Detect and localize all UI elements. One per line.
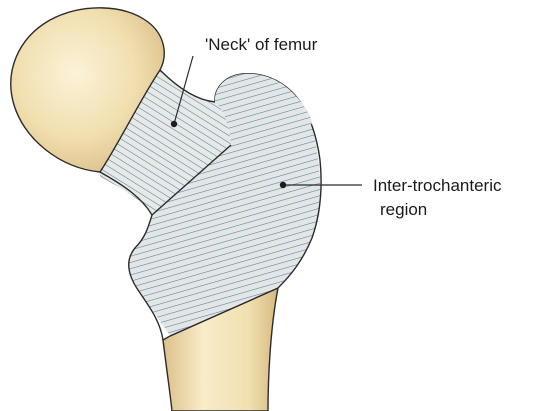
neck-pointer-dot [171, 121, 177, 127]
inter-pointer-dot [280, 182, 286, 188]
intertrochanteric-label-line2: region [380, 200, 427, 220]
intertrochanteric-label-line1: Inter-trochanteric [373, 176, 502, 196]
neck-label: 'Neck' of femur [205, 35, 317, 55]
